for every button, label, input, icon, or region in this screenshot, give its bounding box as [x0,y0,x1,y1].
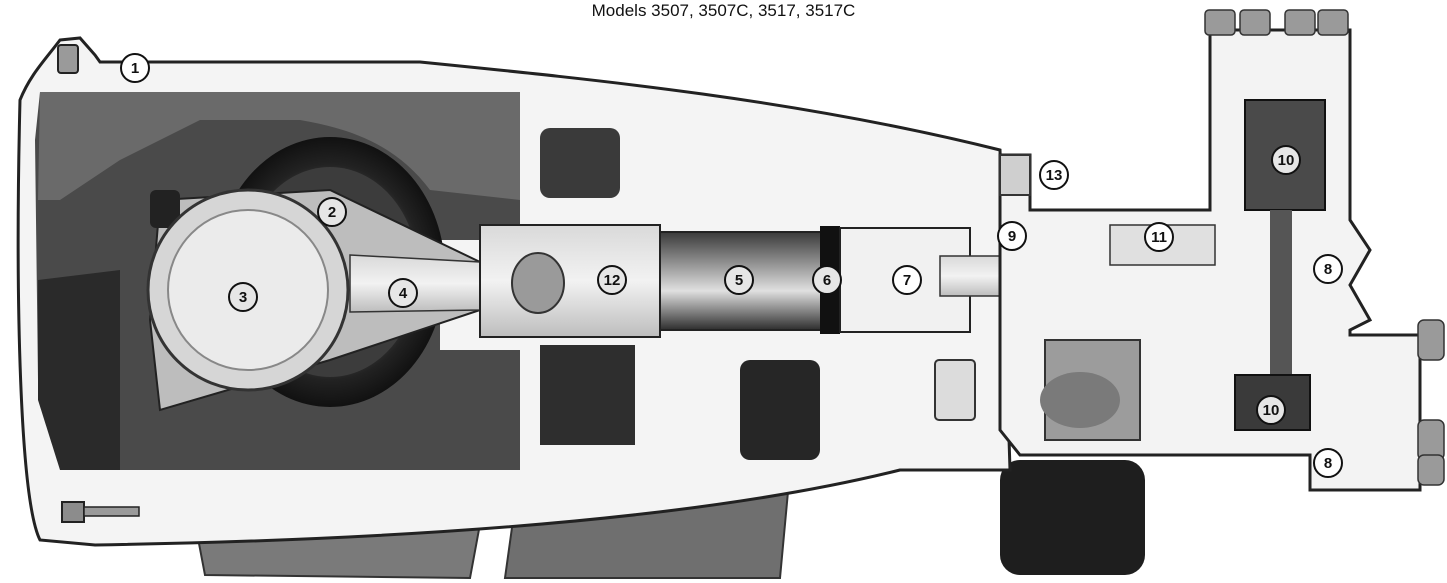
callout-8-upper: 8 [1313,254,1343,284]
callout-13: 13 [1039,160,1069,190]
callout-10-lower: 10 [1256,395,1286,425]
callout-1: 1 [120,53,150,83]
callout-9: 9 [997,221,1027,251]
callout-6: 6 [812,265,842,295]
callout-2: 2 [317,197,347,227]
figure-title: Models 3507, 3507C, 3517, 3517C [591,1,856,20]
callout-7: 7 [892,265,922,295]
callout-12: 12 [597,265,627,295]
callout-5: 5 [724,265,754,295]
crosshead-cylinder [479,128,840,460]
callout-11: 11 [1144,222,1174,252]
callout-3: 3 [228,282,258,312]
callout-4: 4 [388,278,418,308]
manifold [998,9,1445,492]
callout-10-upper: 10 [1271,145,1301,175]
callout-8-lower: 8 [1313,448,1343,478]
